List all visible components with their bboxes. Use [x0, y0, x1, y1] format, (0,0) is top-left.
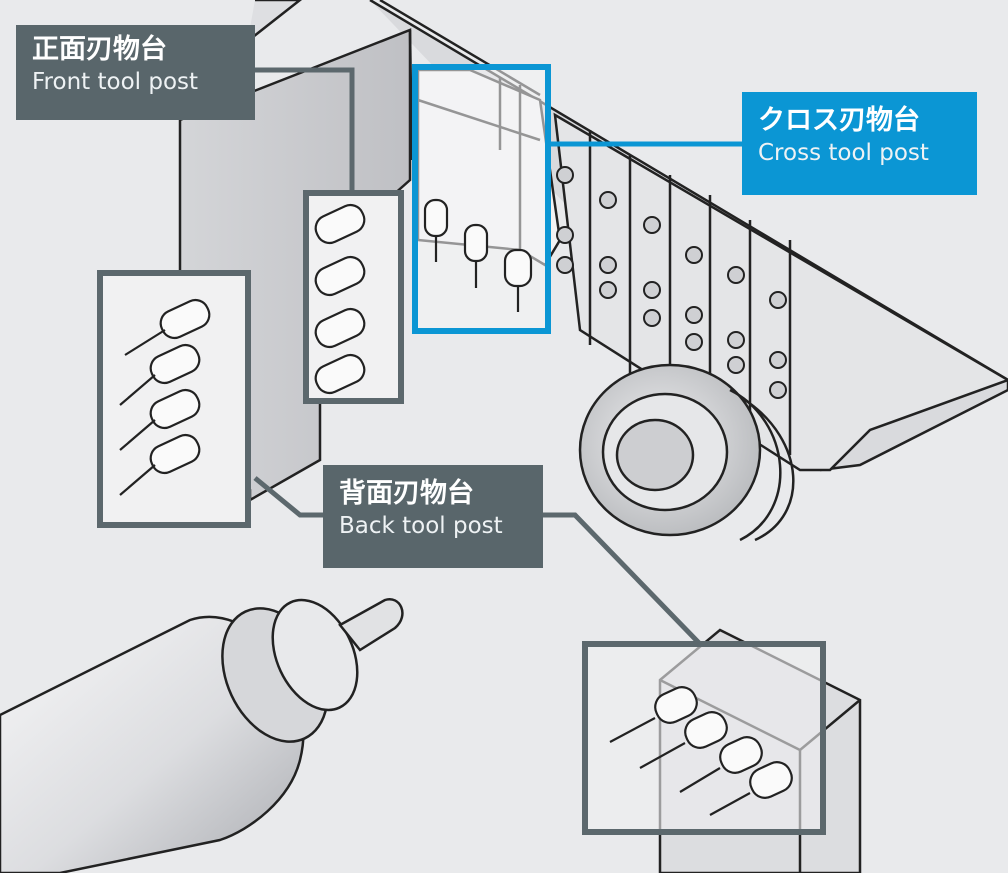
front-tools-frame-left [97, 270, 251, 528]
cross-tool-post-label-jp: クロス刃物台 [758, 105, 920, 136]
cross-tool-post-label-en: Cross tool post [758, 140, 929, 166]
back-tools-frame [582, 641, 826, 835]
back-leader-line-right [543, 512, 702, 646]
cross-tools-frame [412, 64, 551, 334]
back-tool-post-label-jp: 背面刃物台 [339, 478, 474, 509]
back-tool-post-label-en: Back tool post [339, 513, 503, 539]
front-leader-line [255, 67, 355, 195]
front-tools-frame-center [303, 190, 404, 404]
cross-tool-post-label: クロス刃物台 Cross tool post [742, 92, 977, 195]
back-leader-line-left [253, 476, 330, 518]
front-tool-post-label-en: Front tool post [32, 69, 199, 95]
front-tool-post-label-jp: 正面刃物台 [32, 34, 167, 65]
back-tool-post-label: 背面刃物台 Back tool post [323, 465, 543, 568]
cross-post-bolts [556, 166, 787, 399]
rotary-disc [578, 363, 795, 542]
front-tool-post-label: 正面刃物台 Front tool post [16, 25, 255, 120]
leader-lines [253, 67, 742, 646]
spindle [0, 597, 404, 873]
